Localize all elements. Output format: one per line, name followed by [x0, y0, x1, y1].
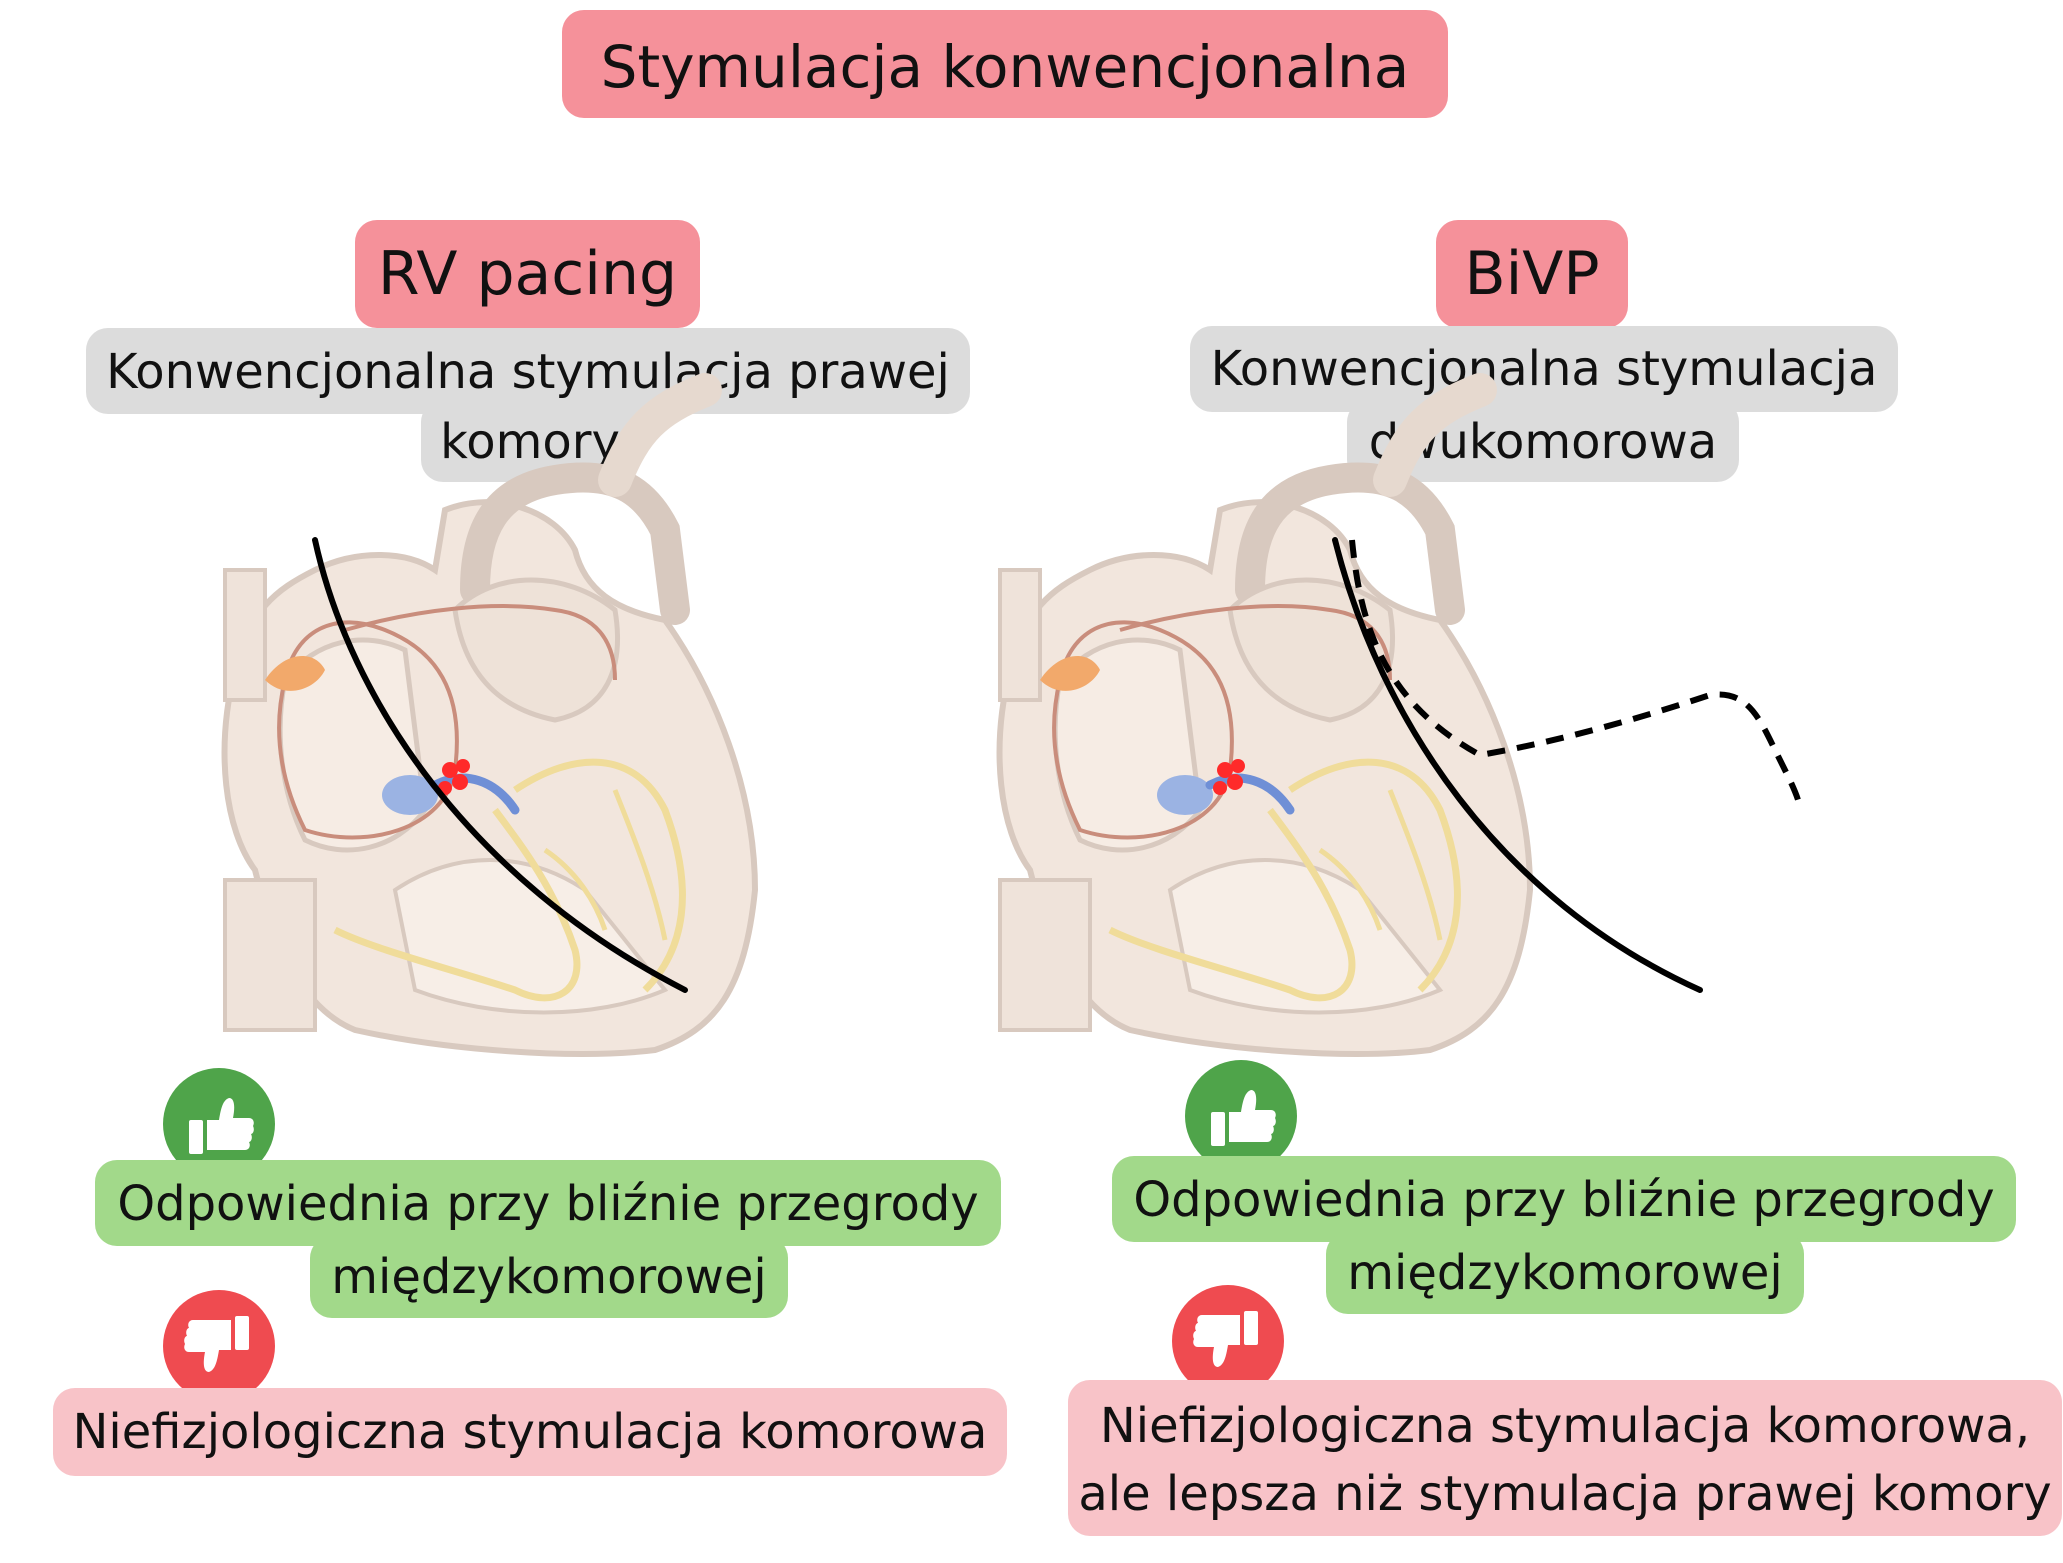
bivp-pro-box-line2 [1326, 1232, 1804, 1314]
rv-desc-line1: Konwencjonalna stymulacja prawej [106, 344, 950, 400]
rv-con-line1: Niefizjologiczna stymulacja komorowa [72, 1404, 988, 1460]
rv-pacing-heading-badge [355, 220, 700, 328]
bivp-pro-box-line1 [1112, 1156, 2016, 1242]
rv-desc-box-line1 [86, 328, 970, 414]
rv-heart-diagram [225, 390, 755, 1054]
rv-con-box [53, 1388, 1007, 1476]
bivp-pro-line2: międzykomorowej [1347, 1245, 1783, 1301]
bivp-con-line1: Niefizjologiczna stymulacja komorowa, [1099, 1398, 2031, 1454]
thumbs-up-icon [1185, 1060, 1297, 1172]
rv-pacing-heading: RV pacing [377, 239, 678, 309]
rv-pro-box-line1 [95, 1160, 1001, 1246]
thumbs-down-icon [163, 1290, 275, 1402]
bivp-heading-badge [1436, 220, 1628, 328]
bivp-heading: BiVP [1464, 239, 1600, 309]
page-title: Stymulacja konwencjonalna [600, 33, 1410, 101]
bivp-lv-lead [1349, 539, 1803, 811]
bivp-heart-diagram [1000, 390, 1530, 1054]
bivp-desc-box-line1 [1190, 326, 1898, 412]
title-badge [562, 10, 1448, 118]
rv-desc-line2: komory [440, 414, 620, 470]
bivp-rv-lead [1332, 537, 1703, 993]
bivp-con-line2: ale lepsza niż stymulacja prawej komory [1078, 1466, 2052, 1522]
bivp-desc-line1: Konwencjonalna stymulacja [1210, 341, 1878, 397]
rv-pacing-lead [312, 537, 688, 993]
bivp-pro-line1: Odpowiednia przy bliźnie przegrody [1133, 1172, 1995, 1228]
rv-pro-box-line2 [310, 1236, 788, 1318]
rv-pro-line2: międzykomorowej [331, 1249, 767, 1305]
thumbs-down-icon [1172, 1285, 1284, 1397]
rv-pro-line1: Odpowiednia przy bliźnie przegrody [117, 1176, 979, 1232]
bivp-con-box [1068, 1380, 2062, 1536]
